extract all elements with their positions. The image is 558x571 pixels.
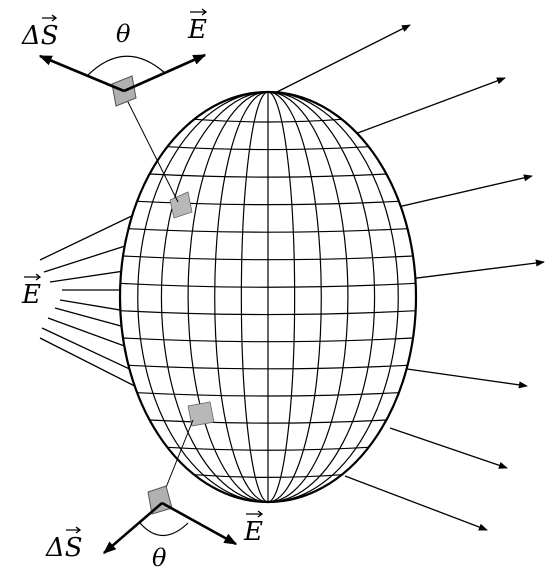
outgoing-field-arrow xyxy=(264,24,411,99)
parallel-line xyxy=(137,392,399,397)
parallel-line xyxy=(120,282,416,288)
meridian-line xyxy=(267,91,322,503)
parallel-line xyxy=(149,419,387,424)
overbar-e-left xyxy=(24,273,42,281)
parallel-line xyxy=(122,255,414,261)
label-e-bottom: E xyxy=(243,517,263,547)
outgoing-field-arrow xyxy=(344,475,488,531)
outgoing-field-arrow xyxy=(399,367,528,389)
area-vector-bottom-arrow xyxy=(103,502,163,554)
parallel-line xyxy=(167,146,369,151)
parallel-line xyxy=(194,474,342,478)
outgoing-field-arrow xyxy=(354,77,506,135)
parallel-line xyxy=(122,337,414,343)
area-vector-top-arrow xyxy=(38,54,125,93)
label-delta-s-bottom: ΔS xyxy=(45,533,83,563)
parallel-line xyxy=(120,310,416,316)
overbar-s-bottom xyxy=(66,526,82,534)
label-e-left: E xyxy=(21,280,41,310)
parallel-line xyxy=(167,446,369,451)
surface-patch-lower xyxy=(187,401,215,427)
meridian-line xyxy=(267,91,296,503)
label-theta-bottom: θ xyxy=(152,544,167,571)
parallel-line xyxy=(194,118,342,123)
parallel-line xyxy=(149,173,387,178)
angle-arc-top xyxy=(86,55,166,77)
meridian-line xyxy=(214,91,269,503)
meridian-line xyxy=(267,91,399,503)
closed-surface xyxy=(118,90,418,504)
meridian-line xyxy=(267,91,349,503)
surface-patch-upper xyxy=(169,191,193,219)
meridian-line xyxy=(240,91,269,503)
meridian-line xyxy=(267,91,376,503)
parallel-line xyxy=(128,228,408,233)
angle-arc-bottom xyxy=(139,522,189,537)
area-element-bottom xyxy=(103,419,238,554)
label-e-top: E xyxy=(187,15,207,45)
surface-meridians xyxy=(137,91,399,503)
meridian-line xyxy=(187,91,269,503)
overbar-s-top xyxy=(42,14,58,22)
area-element-top xyxy=(38,53,207,203)
meridian-line xyxy=(137,91,269,503)
meridian-line xyxy=(160,91,269,503)
surface-parallels xyxy=(120,118,416,478)
magnified-patch-bottom xyxy=(147,485,173,515)
overbar-e-bottom xyxy=(246,510,264,518)
outgoing-field-arrow xyxy=(389,427,508,469)
label-delta-s-top: ΔS xyxy=(21,21,59,51)
vector-overbars xyxy=(24,8,264,534)
connector-line-top xyxy=(123,93,179,203)
label-theta-top: θ xyxy=(116,20,131,48)
parallel-line xyxy=(128,364,408,370)
overbar-e-top xyxy=(190,8,208,16)
field-vector-bottom-arrow xyxy=(161,501,238,546)
connector-line-bottom xyxy=(162,419,194,496)
